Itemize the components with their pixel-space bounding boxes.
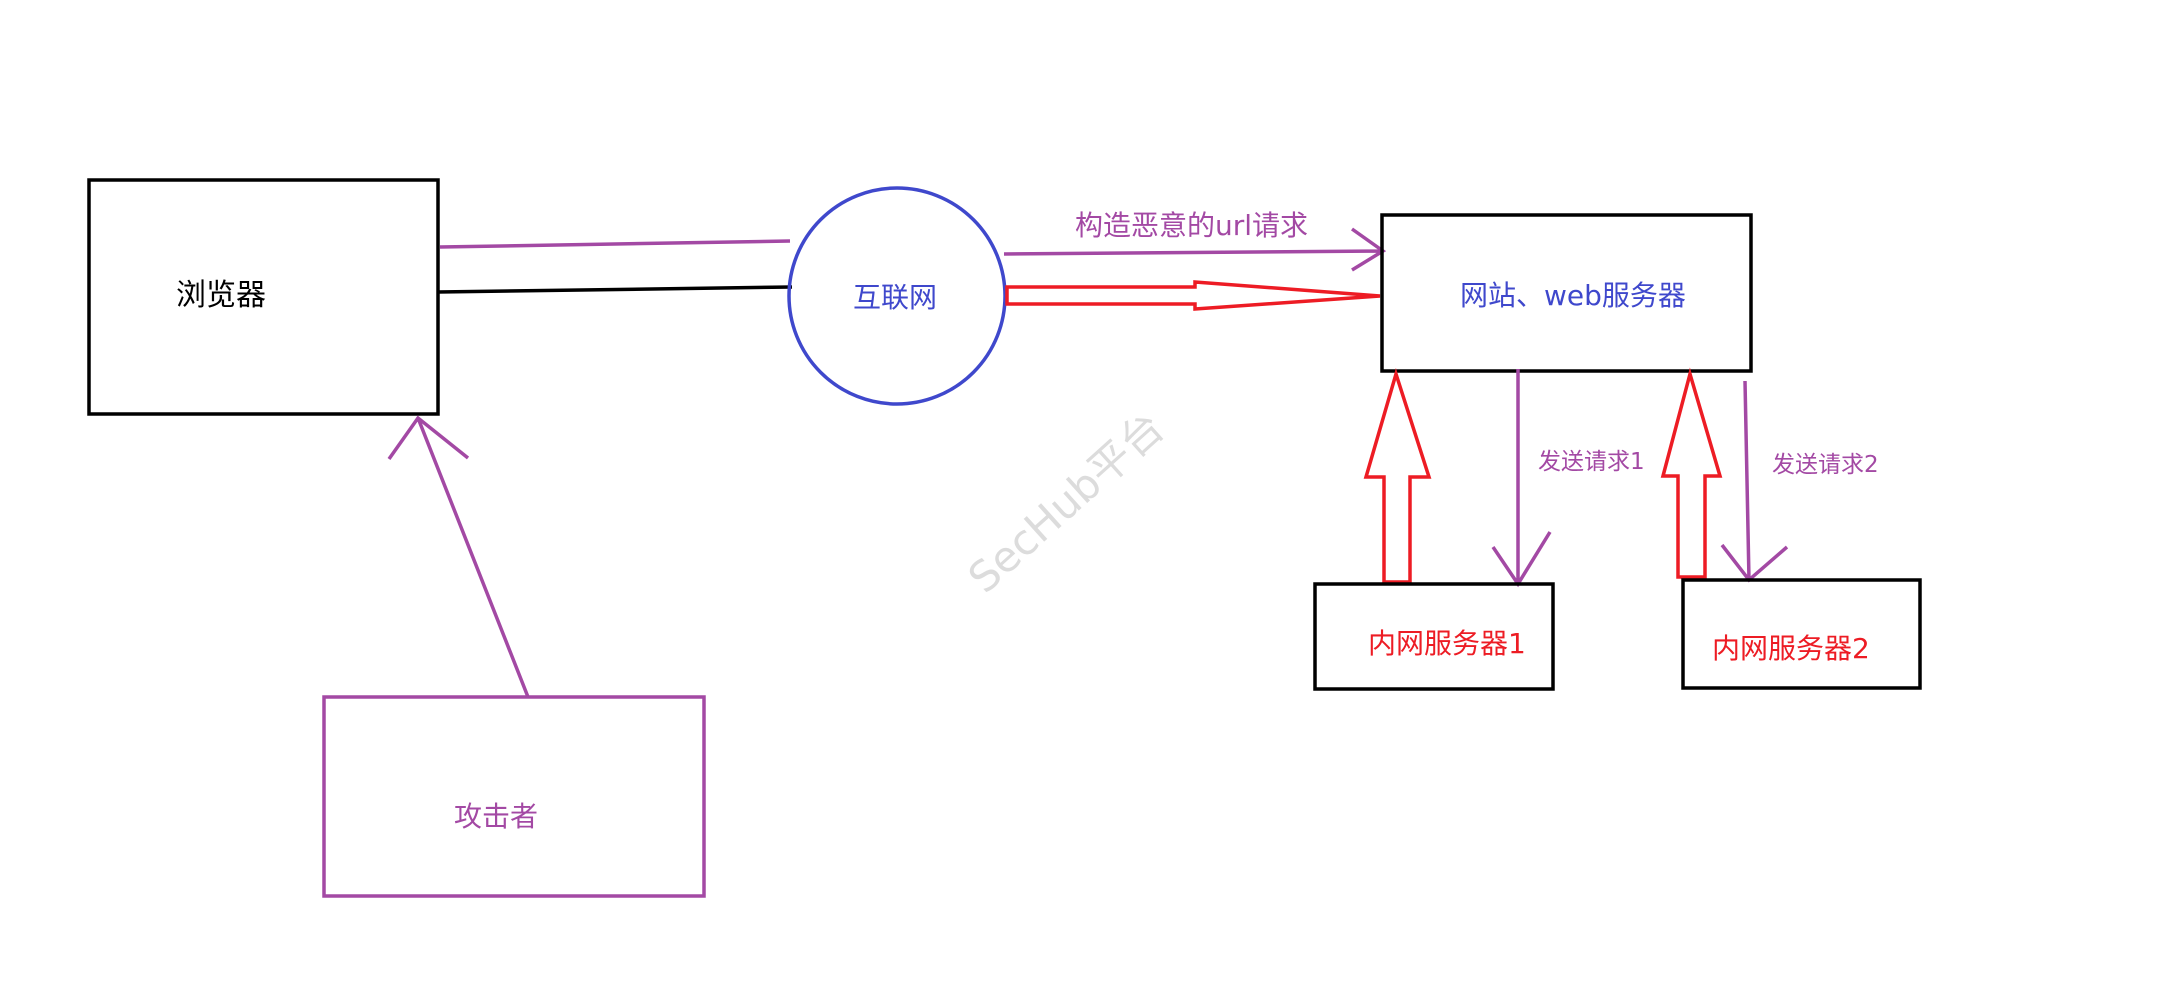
webserver-to-intranet1-purple-arrow xyxy=(1491,369,1552,588)
intranet-server-1-box xyxy=(1313,582,1555,691)
webserver-to-intranet2-purple-arrow xyxy=(1720,380,1789,583)
internet-circle xyxy=(787,186,1007,406)
intranet-server-2-label: 内网服务器2 xyxy=(1712,632,1870,665)
attacker-label: 攻击者 xyxy=(454,800,538,833)
intranet1-to-webserver-red-arrow xyxy=(1363,368,1432,584)
browser-box xyxy=(87,178,440,416)
web-server-box xyxy=(1380,213,1753,373)
intranet2-to-webserver-red-arrow xyxy=(1660,367,1723,579)
browser-label: 浏览器 xyxy=(176,278,266,313)
intranet-server-2-box xyxy=(1681,578,1922,690)
browser-to-internet-black-line xyxy=(437,285,793,294)
web-server-label: 网站、web服务器 xyxy=(1460,279,1686,312)
malicious-url-label: 构造恶意的url请求 xyxy=(1075,209,1308,242)
watermark: SecHub平台 xyxy=(959,402,1173,602)
intranet-server-1-label: 内网服务器1 xyxy=(1368,627,1526,660)
send-request-2-label: 发送请求2 xyxy=(1772,452,1879,478)
browser-to-internet-purple-line xyxy=(439,239,791,249)
attacker-to-browser-purple-arrow xyxy=(387,415,530,698)
internet-to-webserver-red-arrow xyxy=(1005,280,1381,311)
internet-label: 互联网 xyxy=(853,281,937,314)
send-request-1-label: 发送请求1 xyxy=(1538,449,1645,475)
attacker-box xyxy=(322,695,706,898)
